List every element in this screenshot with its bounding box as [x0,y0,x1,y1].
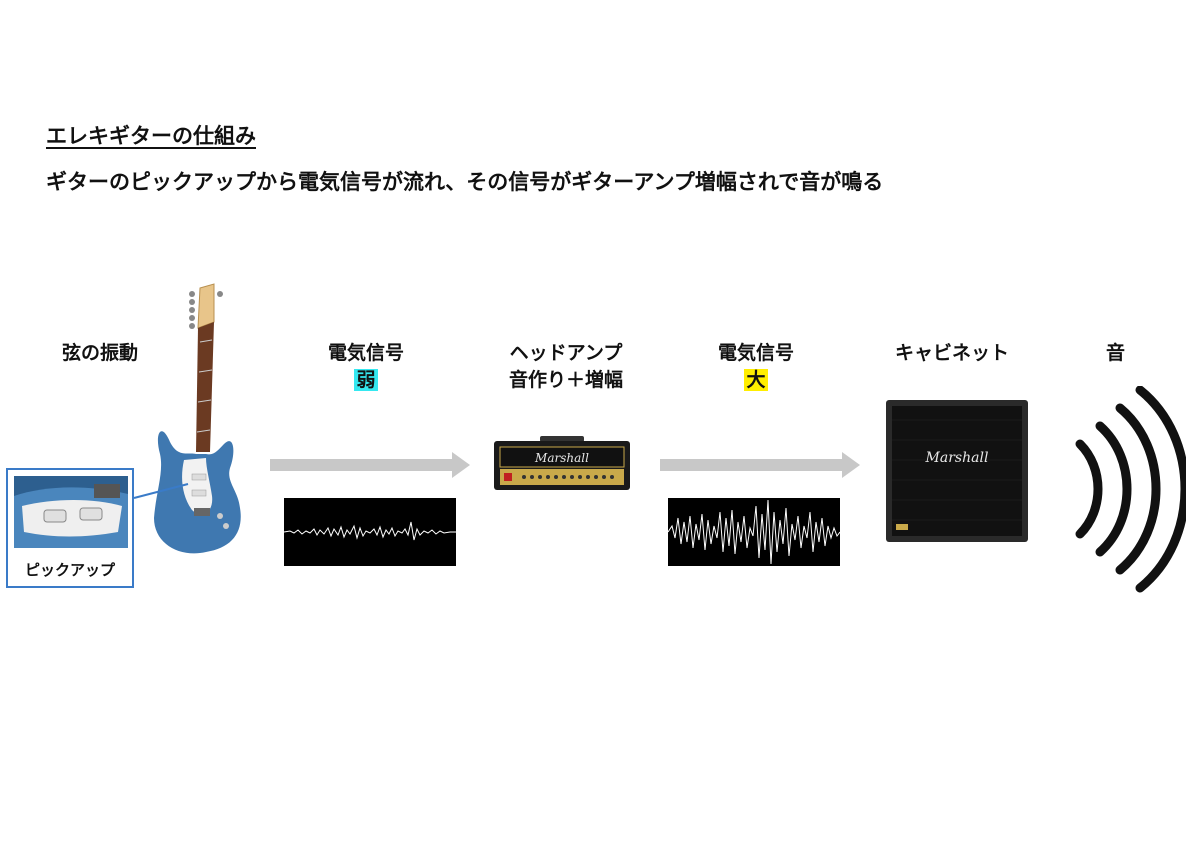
pickup-label: ピックアップ [24,561,115,579]
speaker-cabinet-icon: Marshall [886,400,1028,542]
label-signal-weak-line1: 電気信号 [327,342,404,364]
strong-signal-waveform [668,498,840,566]
page-subtitle: ギターのピックアップから電気信号が流れ、その信号がギターアンプ増幅されで音が鳴る [46,170,884,194]
weak-waveform-icon [284,521,456,541]
amp-logo-text: Marshall [534,451,589,465]
label-signal-strong: 電気信号 大 [706,340,806,394]
label-signal-strong-line1: 電気信号 [717,342,794,364]
label-head-amp-line2: 音作り＋増幅 [508,369,623,391]
label-sound: 音 [1106,342,1126,364]
page-title: エレキギターの仕組み [46,124,256,148]
strong-waveform-icon [668,499,840,565]
label-signal-weak-line2: 弱 [354,369,378,391]
label-signal-strong-line2: 大 [744,369,768,391]
pickup-photo-icon [14,476,128,548]
label-string-vibration: 弦の振動 [62,342,139,364]
guitar-icon [154,283,241,554]
sound-waves-icon [1075,386,1186,593]
label-signal-weak: 電気信号 弱 [316,340,416,394]
amp-head-icon: Marshall [494,436,630,490]
pickup-connector-line [133,483,189,499]
cabinet-logo-text: Marshall [925,450,989,466]
label-head-amp-line1: ヘッドアンプ [509,342,623,364]
weak-signal-waveform [284,498,456,566]
arrow-right-icon [270,452,470,478]
arrow-right-icon [660,452,860,478]
label-head-amp: ヘッドアンプ 音作り＋増幅 [496,340,636,394]
pickup-closeup: ピックアップ [6,468,134,588]
label-cabinet: キャビネット [894,342,1009,364]
